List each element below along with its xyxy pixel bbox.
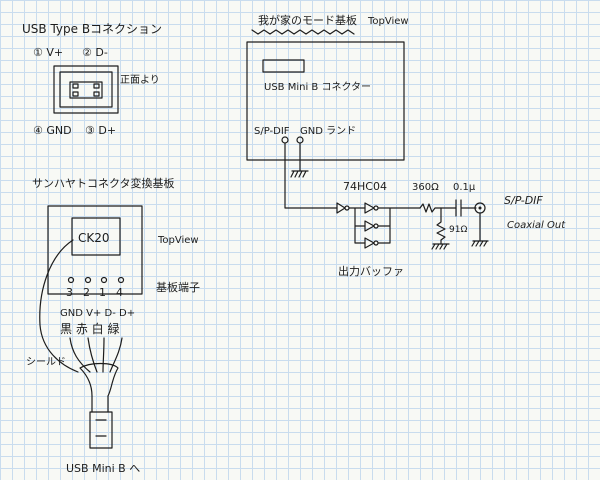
wire-green bbox=[109, 337, 123, 373]
terminal-number-3: 3 bbox=[66, 286, 73, 299]
mainboard-ground-symbol bbox=[290, 142, 309, 178]
coaxial-jack bbox=[471, 202, 489, 247]
terminal-number-2: 2 bbox=[83, 286, 90, 299]
ck20-module bbox=[71, 217, 121, 256]
terminal-number-1: 1 bbox=[99, 286, 106, 299]
resistor-ground-symbol bbox=[431, 243, 450, 250]
usb-b-title: USB Type Bコネクション bbox=[22, 22, 162, 36]
wire-names: GND V+ D- D+ bbox=[60, 308, 135, 319]
cable-bundle bbox=[79, 362, 119, 397]
usb-mini-b-plug bbox=[89, 411, 113, 449]
resistor-360 bbox=[419, 203, 457, 213]
terminal-1-hole bbox=[100, 276, 108, 284]
capacitor-label: 0.1μ bbox=[453, 182, 476, 193]
resistor-360-label: 360Ω bbox=[412, 182, 439, 193]
inverter-parallel-2 bbox=[364, 220, 379, 232]
mainboard-connector-label: USB Mini B コネクター bbox=[264, 81, 371, 93]
adapter-board-outline bbox=[47, 205, 143, 295]
mainboard-view-label: TopView bbox=[367, 16, 409, 27]
resistor-91 bbox=[436, 207, 446, 245]
usb-b-connector-face bbox=[53, 65, 119, 114]
buffer-output-bus bbox=[377, 207, 421, 244]
usb-b-front-note: 正面より bbox=[120, 74, 160, 86]
wire-red bbox=[87, 337, 98, 373]
terminal-3-hole bbox=[67, 276, 75, 284]
capacitor-01u bbox=[455, 199, 477, 217]
adapter-title: サンハヤトコネクタ変換基板 bbox=[32, 176, 175, 190]
mainboard-title-underline bbox=[251, 29, 355, 35]
ck20-label: CK20 bbox=[78, 231, 110, 245]
inverter-parallel-1 bbox=[364, 202, 379, 214]
terminal-number-4: 4 bbox=[116, 286, 123, 299]
usb-mini-b-connector-shape bbox=[262, 59, 305, 73]
usb-b-pin4: ④ GND bbox=[33, 124, 72, 137]
terminal-label: 基板端子 bbox=[156, 280, 200, 294]
mainboard-outline bbox=[246, 41, 405, 161]
cable-body bbox=[91, 395, 109, 413]
usb-b-pin3: ③ D+ bbox=[85, 124, 116, 137]
resistor-91-label: 91Ω bbox=[449, 225, 467, 235]
wire-black bbox=[69, 337, 91, 373]
shield-wire bbox=[39, 239, 79, 373]
usb-b-pin1: ① V+ bbox=[33, 46, 63, 59]
gnd-pad bbox=[296, 136, 304, 144]
inverter-input-gate bbox=[336, 202, 350, 214]
shield-label: シールド bbox=[26, 357, 66, 368]
inverter-parallel-3 bbox=[364, 237, 379, 249]
cable-to-label: USB Mini B へ bbox=[66, 462, 140, 475]
usb-b-pin2: ② D- bbox=[82, 46, 108, 59]
buffer-input-bus bbox=[348, 207, 366, 244]
mainboard-title: 我が家のモード基板 bbox=[258, 13, 357, 27]
buffer-ic-label: 74HC04 bbox=[343, 180, 387, 193]
mainboard-gnd-label: GND ランド bbox=[300, 125, 356, 137]
buffer-caption: 出力バッファ bbox=[338, 264, 404, 278]
plug-grip-lines bbox=[95, 419, 107, 437]
mainboard-spdif-label: S/P-DIF bbox=[254, 126, 290, 137]
spdif-signal-wire bbox=[284, 142, 338, 209]
wire-colors: 黒 赤 白 緑 bbox=[60, 321, 119, 336]
spdif-pad bbox=[281, 136, 289, 144]
adapter-view-label: TopView bbox=[157, 235, 199, 246]
terminal-2-hole bbox=[84, 276, 92, 284]
output-coaxial-label: Coaxial Out bbox=[507, 220, 566, 231]
wire-white bbox=[102, 337, 105, 373]
output-spdif-label: S/P-DIF bbox=[504, 194, 543, 207]
terminal-4-hole bbox=[117, 276, 125, 284]
